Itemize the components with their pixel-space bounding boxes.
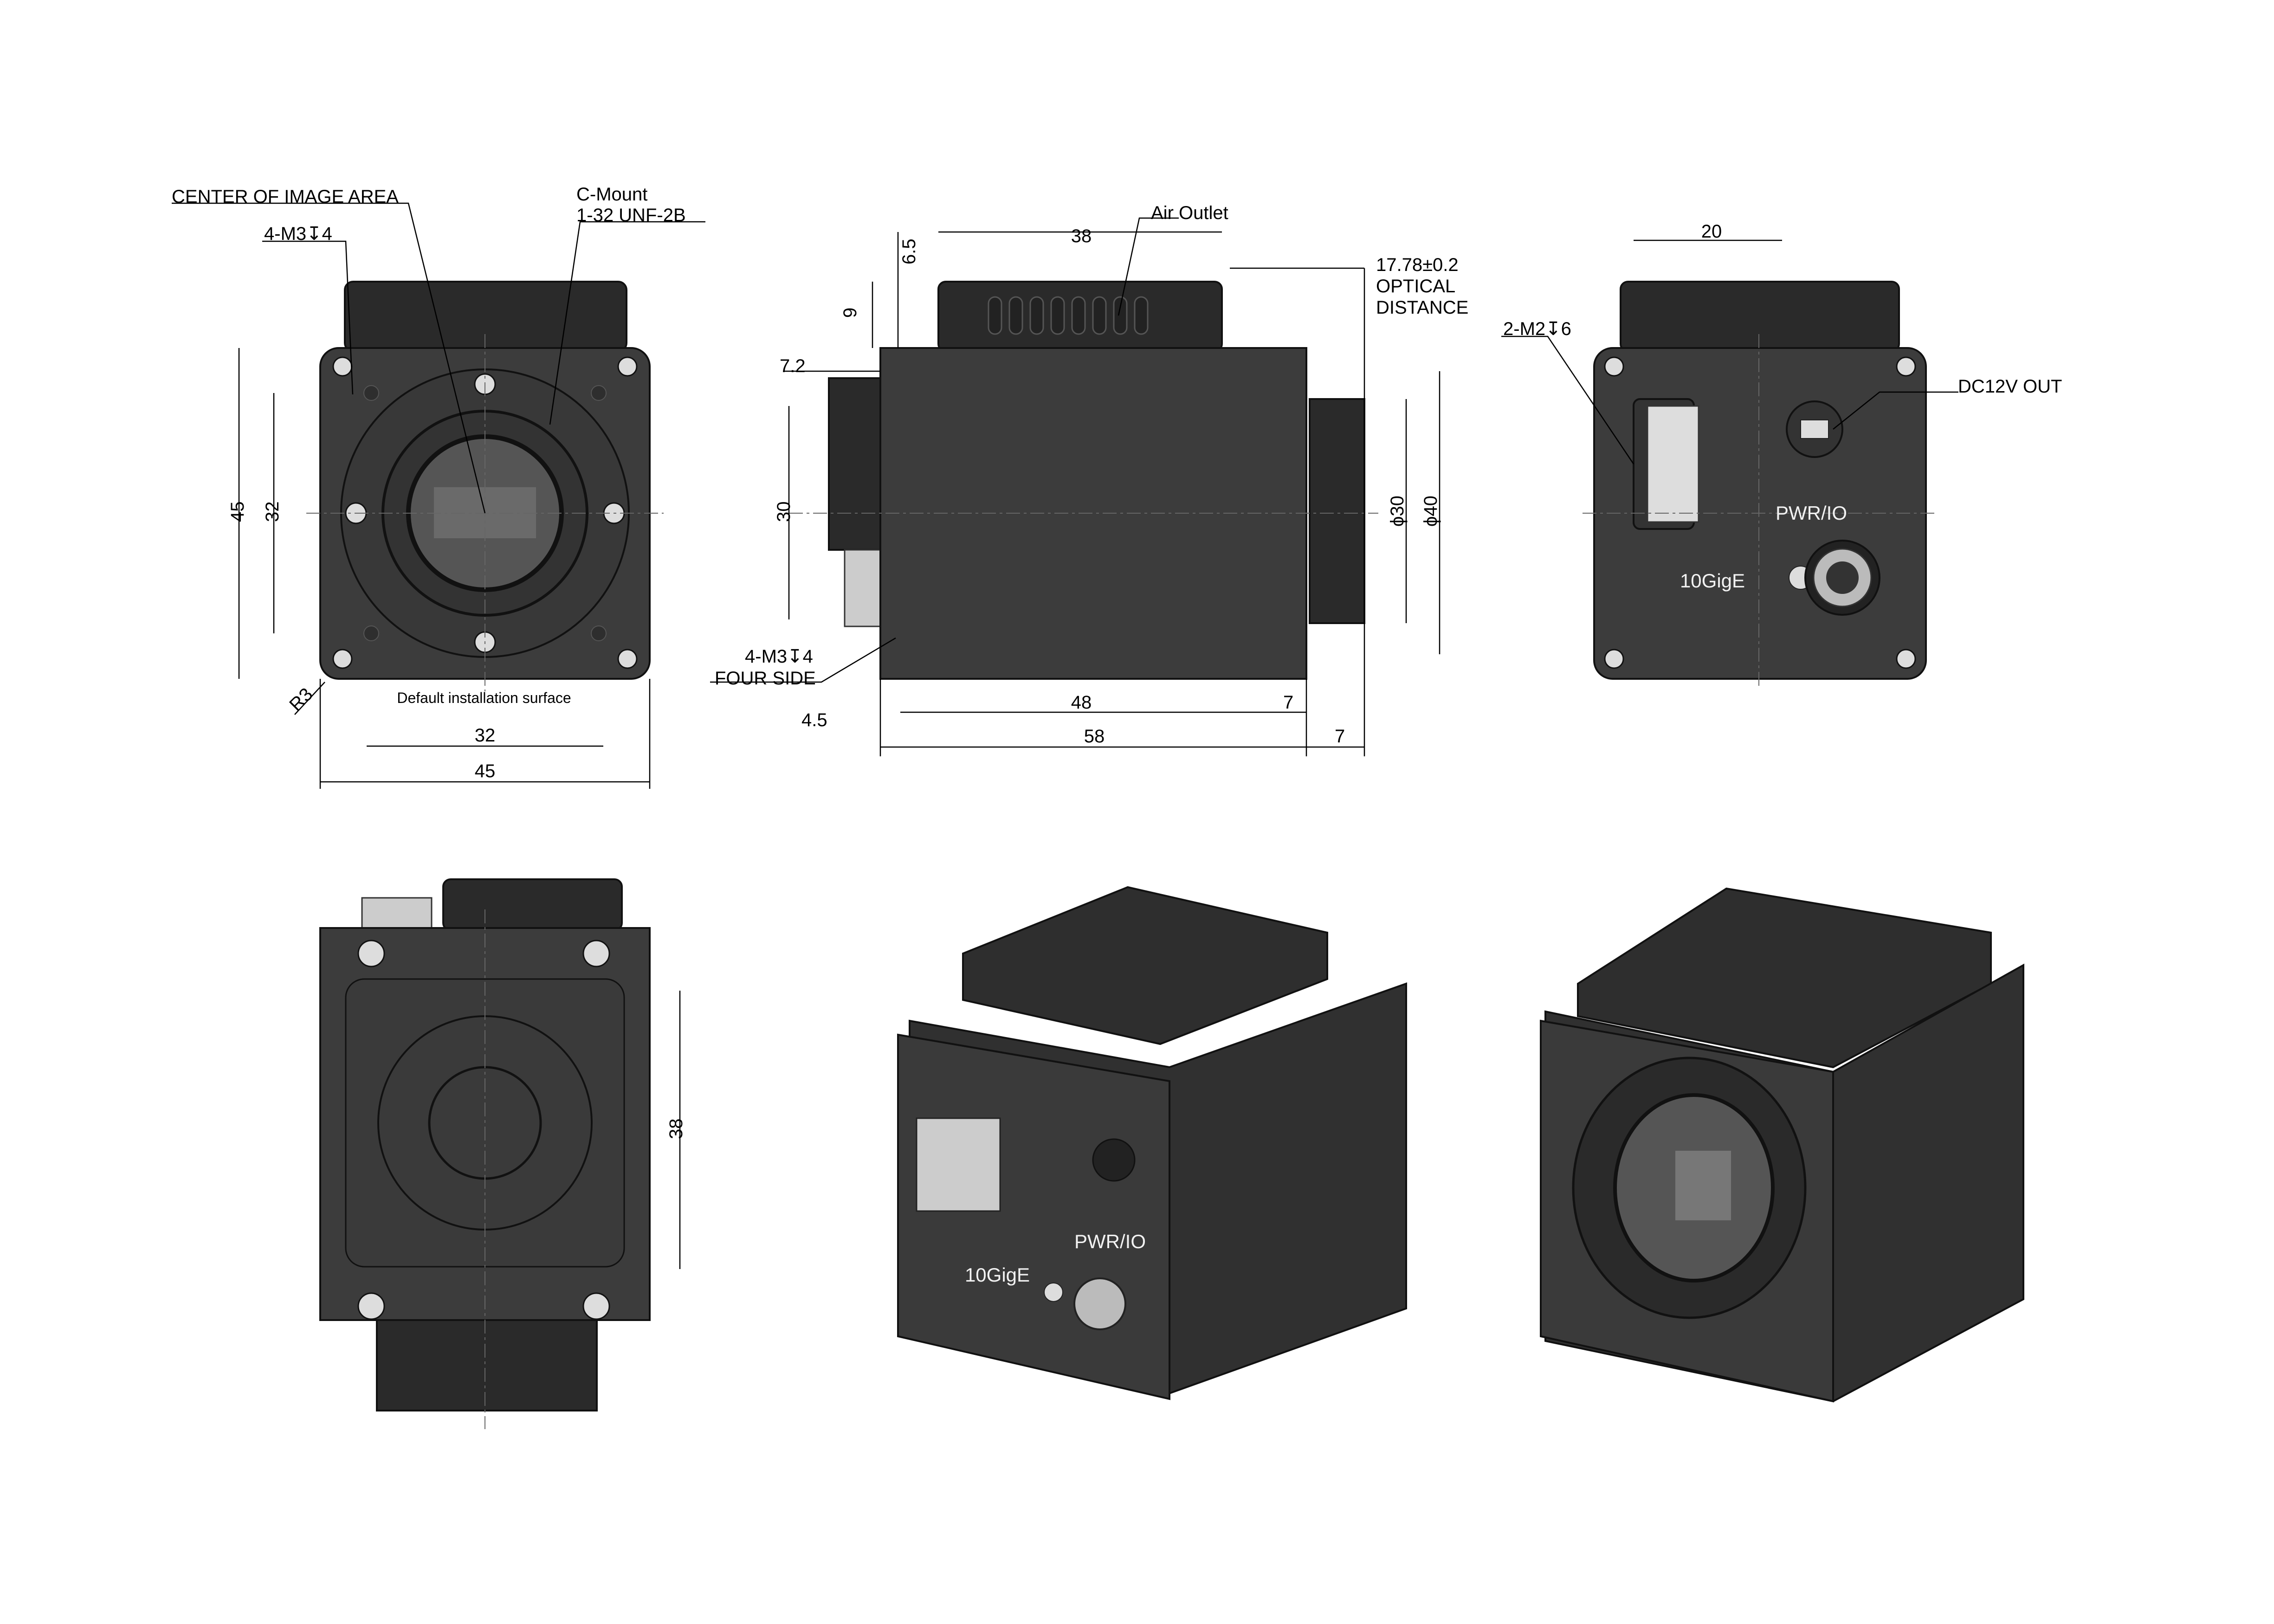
- bottom-screws: [357, 940, 610, 1320]
- installation-surface-label: Default installation surface: [397, 690, 571, 706]
- distance-label: DISTANCE: [1376, 297, 1468, 318]
- rj45-port: [1647, 405, 1699, 523]
- pwr-io-label: PWR/IO: [1776, 502, 1847, 524]
- dim-height-45: 45: [227, 502, 248, 522]
- 10gige-label: 10GigE: [1680, 570, 1745, 592]
- center-of-image-label: CENTER OF IMAGE AREA: [172, 187, 399, 207]
- dim-4-5: 4.5: [801, 710, 827, 730]
- bottom-top-block: [442, 878, 623, 931]
- bottom-view: 38: [319, 878, 686, 1429]
- back-view: 20 2-M2↧6 DC12V OUT PWR/IO 10GigE: [1501, 221, 2062, 687]
- back-screws: [1604, 356, 1916, 669]
- dim-58: 58: [1084, 726, 1105, 747]
- iso-pwr-io-label: PWR/IO: [1074, 1231, 1146, 1252]
- iso-back-face: [897, 1033, 1170, 1400]
- optical-label: OPTICAL: [1376, 276, 1455, 296]
- dim-hole-h-32: 32: [475, 725, 496, 746]
- dim-9: 9: [840, 308, 860, 318]
- iso-rj45-port: [916, 1117, 1001, 1212]
- dim-48: 48: [1071, 692, 1092, 713]
- dim-20: 20: [1701, 221, 1722, 242]
- dim-30: 30: [774, 502, 794, 522]
- front-top-block: [344, 281, 627, 352]
- ethernet-connector-side: [828, 377, 883, 551]
- dc12v-out-label: DC12V OUT: [1958, 376, 2062, 397]
- side-holes-label: 4-M3↧4: [745, 646, 813, 667]
- iso-view-back: PWR/IO 10GigE: [897, 886, 1407, 1400]
- dim-7-lens: 7: [1335, 726, 1345, 747]
- dim-hole-v-32: 32: [262, 502, 283, 522]
- dim-7-2: 7.2: [780, 356, 806, 376]
- pwr-connector-side: [844, 549, 883, 627]
- lens-mount-bottom: [376, 1319, 598, 1411]
- pwr-connector-top: [361, 897, 433, 931]
- thread-label: 1-32 UNF-2B: [576, 205, 686, 226]
- iso-pwr-connector: [1073, 1277, 1126, 1330]
- iso-10gige-label: 10GigE: [965, 1264, 1030, 1286]
- back-holes-label: 2-M2↧6: [1503, 319, 1571, 339]
- dim-6-5: 6.5: [899, 238, 919, 264]
- c-mount-label: C-Mount: [576, 184, 647, 205]
- dim-dia-30: ϕ30: [1387, 496, 1408, 527]
- lens-mount-side: [1309, 398, 1365, 624]
- dim-width-45: 45: [475, 761, 496, 781]
- optical-distance-value: 17.78±0.2: [1376, 255, 1459, 275]
- dim-7-front: 7: [1283, 692, 1293, 713]
- air-outlet-label: Air Outlet: [1151, 203, 1228, 223]
- front-holes-label: 4-M3↧4: [264, 224, 332, 244]
- dim-38: 38: [666, 1119, 686, 1140]
- iso-view-front: [1540, 887, 2024, 1403]
- radius-label: R3: [285, 684, 317, 715]
- dim-top-38: 38: [1071, 226, 1092, 246]
- back-top-block: [1620, 281, 1900, 352]
- four-side-label: FOUR SIDE: [715, 668, 816, 689]
- air-outlet-slots: [988, 296, 1149, 335]
- dim-dia-40: ϕ40: [1421, 496, 1441, 527]
- front-view: CENTER OF IMAGE AREA C-Mount 1-32 UNF-2B…: [172, 184, 705, 789]
- side-view: Air Outlet 38 6.5 9 7.2 30 17.78±0.2 OPT…: [710, 203, 1468, 756]
